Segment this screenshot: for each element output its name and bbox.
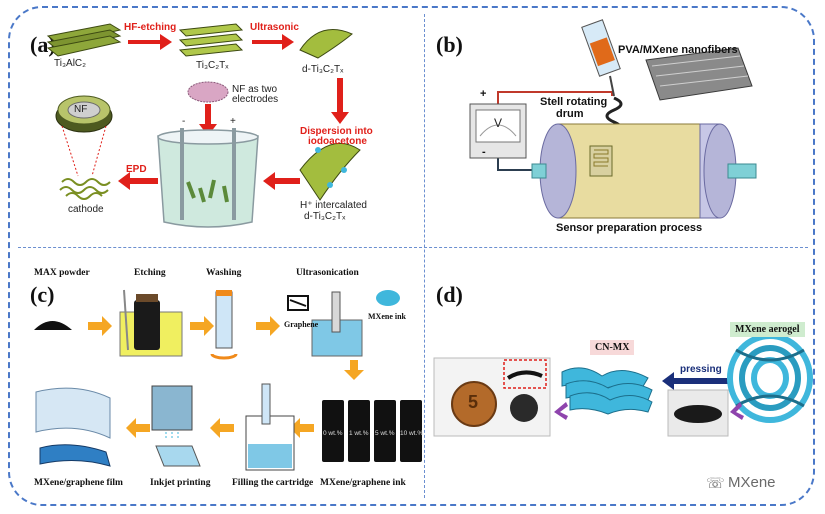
mxene-ink-label: MXene ink [368,312,406,321]
mxene-aerogel [727,333,813,423]
film-label: MXene/graphene film [34,478,123,488]
aerogel-photo [667,389,729,437]
ultrasonication-label: Ultrasonication [296,268,359,278]
coin-value: 5 [468,392,479,412]
panel-d-label: (d) [436,282,463,307]
watermark-text: MXene [728,474,776,491]
panel-c-label: (c) [30,282,55,307]
figure-frame [8,6,815,506]
nf-electrodes-line1: NF as two [232,84,278,95]
electrode-plus: + [230,116,236,127]
graphene-label: Graphene [284,320,319,329]
voltmeter-plus: + [480,88,487,100]
drum-label-line2: drum [556,108,584,120]
nf-disk [55,95,113,177]
cn-mx-label: CN-MX [590,340,635,355]
panel-divider-vertical [424,14,425,498]
etching-label: Etching [134,268,166,278]
panel-divider-horizontal [18,247,808,248]
inkjet-printer [151,385,201,467]
filling-label: Filling the cartridge [232,478,314,488]
watermark-icon: ☏ [706,475,725,492]
d-ti3c2tx-flake [299,29,353,59]
filling-cartridge [245,383,295,471]
vial-label: 0 wt.% [323,430,343,437]
voltmeter-minus: - [482,146,486,158]
panel-b-label: (b) [436,32,463,57]
mxene-graphene-ink-label: MXene/graphene ink [320,478,406,488]
vial-label: 1 wt.% [349,430,369,437]
coin-photo [433,357,551,437]
ti3c2tx-label: Ti₃C₂Tₓ [196,60,229,71]
nanofibers-label: PVA/MXene nanofibers [618,44,738,56]
d-ti3c2tx-label: d-Ti₃C₂Tₓ [302,64,344,75]
dispersion-line2: iodoacetone [308,136,367,147]
vials [322,400,422,462]
cathode-label: cathode [68,204,104,215]
pressing-label: pressing [680,364,722,375]
vial-label: 10 wt.% [400,430,424,437]
voltmeter [469,103,527,159]
epd-label: EPD [126,164,147,175]
syringe [581,19,621,97]
h-intercalated-line1: H⁺ intercalated [300,200,367,211]
washing-tube [210,290,238,360]
ti3alc2-label: Ti₃AlC₂ [54,58,87,69]
mxene-aerogel-label: MXene aerogel [730,322,805,337]
rotating-drum [531,123,757,219]
ultrasonication-beaker [287,290,400,357]
sensor-process-label: Sensor preparation process [556,222,703,234]
vial-label: 5 wt.% [375,430,395,437]
nanofiber-mat [645,47,753,101]
cn-mx-sheets [561,367,653,415]
h-intercalated-line2: d-Ti₃C₂Tₓ [304,211,346,222]
ultrasonic-label: Ultrasonic [250,22,299,33]
electrode-minus: - [182,116,186,127]
ti3c2tx-layers [178,23,244,57]
etching-beaker [119,289,183,357]
drum-label-line1: Stell rotating [540,96,608,108]
inkjet-label: Inkjet printing [150,478,211,488]
mxene-graphene-film [35,387,111,467]
epd-beaker [157,128,259,228]
nf-label: NF [74,104,88,115]
washing-label: Washing [206,268,242,278]
ti3alc2-layers [46,23,122,57]
voltmeter-label: V [494,116,503,130]
dispersion-line1: Dispersion into [300,126,373,137]
nf-electrodes-line2: electrodes [232,94,279,105]
max-powder-pile [34,321,72,330]
max-powder-label: MAX powder [34,268,90,278]
cathode-mesh [59,178,111,200]
hf-etching-label: HF-etching [124,22,177,33]
